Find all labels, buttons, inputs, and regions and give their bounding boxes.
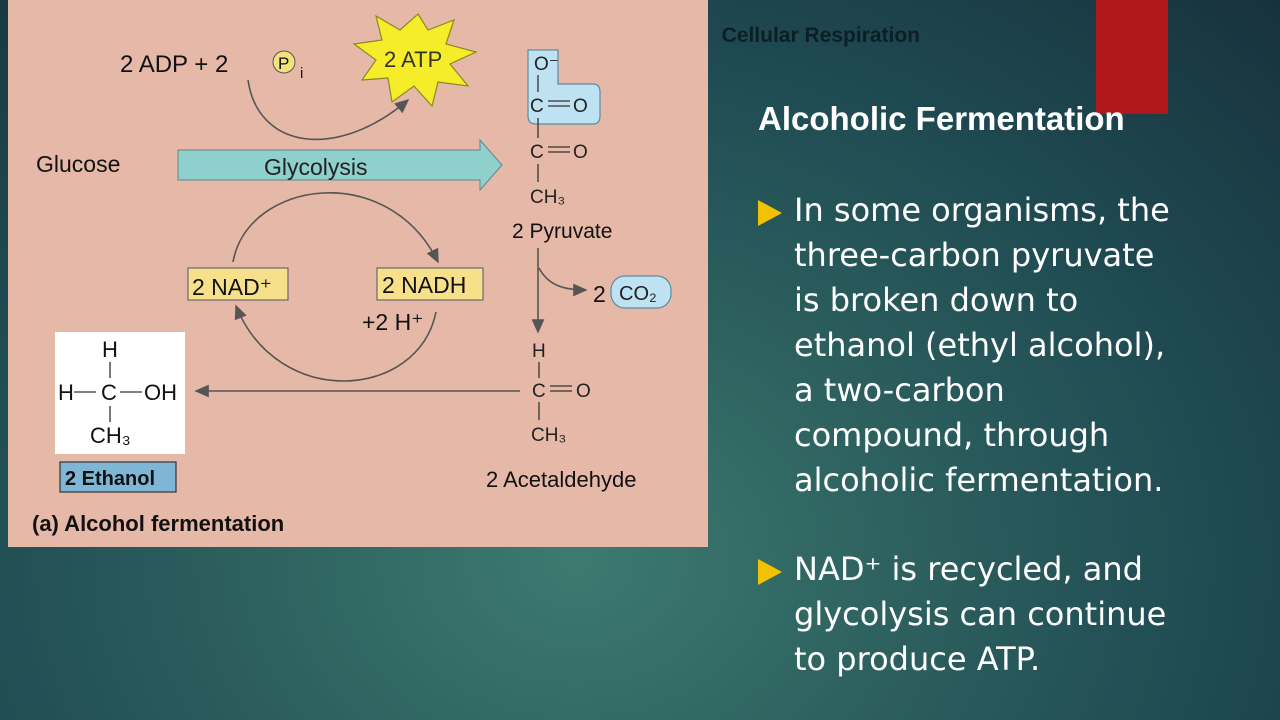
acetaldehyde-label: 2 Acetaldehyde — [486, 467, 636, 492]
atp-label: 2 ATP — [384, 47, 442, 72]
bullet-line: is broken down to — [794, 281, 1079, 319]
pyruvate-carboxyl-box — [527, 49, 601, 125]
nad-to-nadh-arrow — [232, 191, 439, 264]
nadh-box — [376, 267, 484, 301]
co2-label: CO₂ — [619, 283, 657, 305]
bullet-2-text: NAD⁺ is recycled, and glycolysis can con… — [794, 547, 1244, 682]
co2-coefficient: 2 — [593, 281, 606, 307]
ethanol-structure-box — [55, 332, 185, 454]
bullet-line: alcoholic fermentation. — [794, 461, 1164, 499]
h-plus-label: +2 H⁺ — [362, 309, 423, 335]
ethanol-oh: OH — [144, 380, 177, 405]
bullet-1-text: In some organisms, the three-carbon pyru… — [794, 188, 1244, 503]
pyruvate-o2: O — [573, 142, 588, 163]
acetaldehyde-ch3: CH₃ — [531, 425, 566, 446]
bullet-line: three-carbon pyruvate — [794, 236, 1155, 274]
co2-box — [610, 275, 672, 309]
nad-label: 2 NAD⁺ — [192, 274, 272, 300]
glycolysis-arrow-shape — [177, 138, 503, 192]
nadh-label: 2 NADH — [382, 272, 466, 298]
bullet-line: compound, through — [794, 416, 1110, 454]
figure-caption: (a) Alcohol fermentation — [32, 511, 284, 536]
nad-box — [187, 267, 289, 301]
phosphate-label: P — [278, 54, 289, 73]
bullet-line: glycolysis can continue — [794, 595, 1167, 633]
co2-release-arrow — [538, 267, 588, 297]
phosphate-circle — [272, 50, 296, 74]
red-accent-tab — [1096, 0, 1168, 114]
atp-burst-shape — [352, 13, 478, 108]
ethanol-h-left: H — [58, 380, 74, 405]
bullet-arrow-icon — [758, 200, 782, 226]
bullet-line: NAD⁺ is recycled, and — [794, 550, 1143, 588]
nadh-to-nad-arrow — [234, 304, 437, 382]
acetaldehyde-h: H — [532, 341, 546, 362]
acetaldehyde-c: C — [532, 381, 546, 402]
bullet-line: a two-carbon — [794, 371, 1005, 409]
ethanol-label: 2 Ethanol — [65, 468, 155, 490]
pyruvate-label: 2 Pyruvate — [512, 220, 612, 243]
pyruvate-o-minus: O⁻ — [534, 54, 559, 75]
ethanol-h-top: H — [102, 337, 118, 362]
phosphate-subscript: i — [300, 65, 303, 82]
fermentation-diagram: 2 ADP + 2 P i 2 ATP Glucose Glycolysis O… — [8, 0, 708, 547]
bullet-line: In some organisms, the — [794, 191, 1170, 229]
bullet-line: ethanol (ethyl alcohol), — [794, 326, 1166, 364]
header-title: Cellular Respiration — [721, 24, 920, 47]
pyruvate-c1: C — [530, 96, 544, 117]
pyruvate-o1: O — [573, 96, 588, 117]
glycolysis-label: Glycolysis — [264, 154, 368, 180]
atp-arc-arrow — [247, 79, 410, 141]
bullet-line: to produce ATP. — [794, 640, 1041, 678]
adp-label: 2 ADP + 2 — [120, 51, 228, 78]
ethanol-ch3: CH₃ — [90, 423, 131, 448]
glucose-label: Glucose — [36, 151, 120, 177]
ethanol-c: C — [101, 380, 117, 405]
acetaldehyde-o: O — [576, 381, 591, 402]
ethanol-label-box — [59, 461, 177, 493]
pyruvate-c2: C — [530, 142, 544, 163]
bullet-arrow-icon — [758, 559, 782, 585]
pyruvate-ch3: CH₃ — [530, 187, 565, 208]
slide-title: Alcoholic Fermentation — [758, 100, 1125, 137]
